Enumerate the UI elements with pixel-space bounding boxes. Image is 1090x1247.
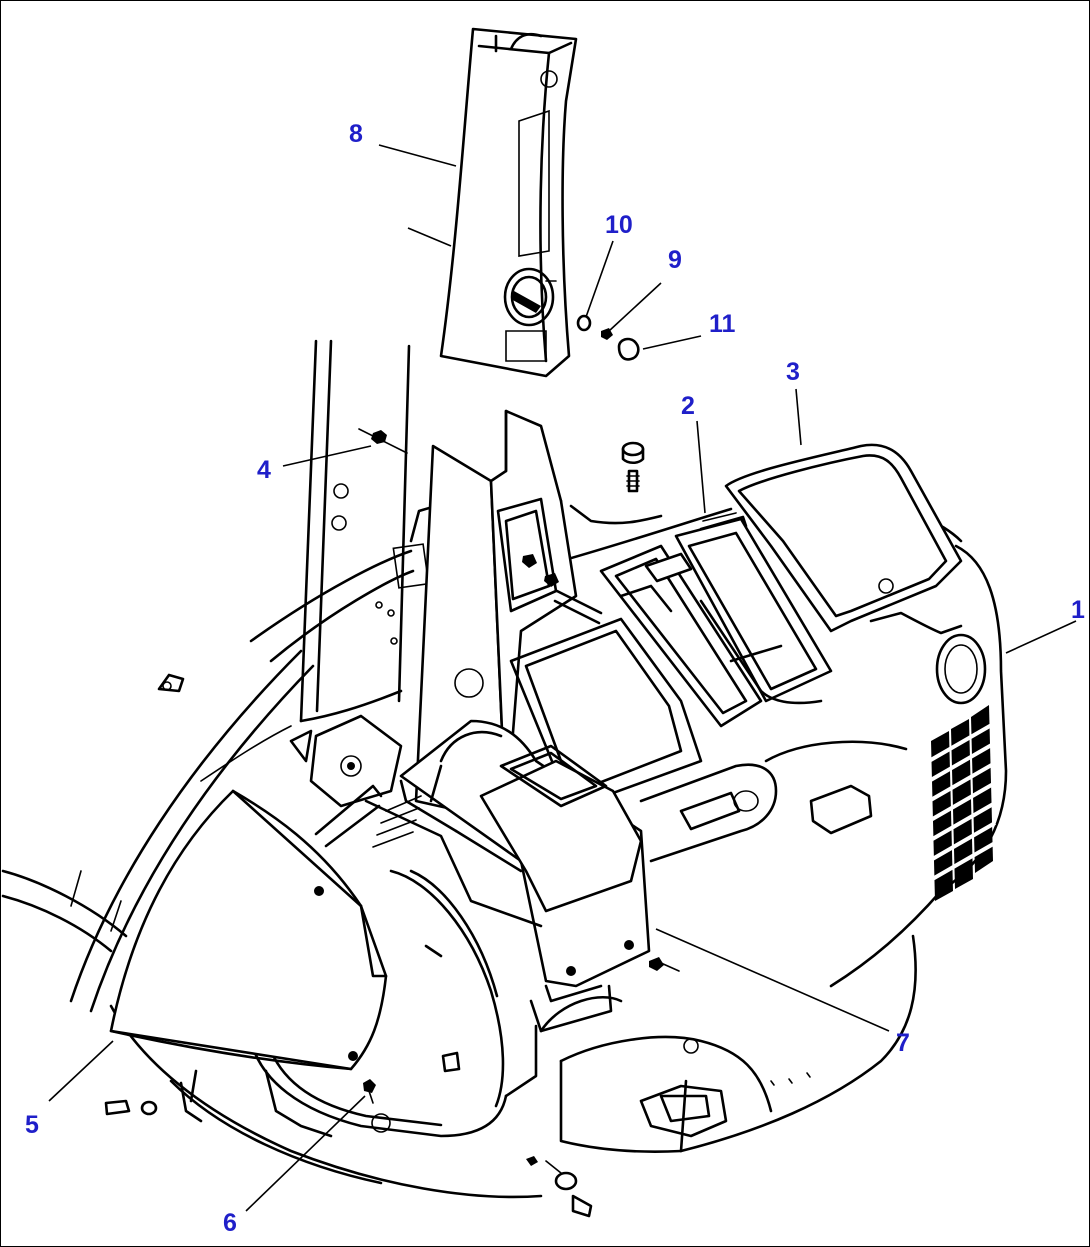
leader-9 xyxy=(608,282,662,332)
leader-10 xyxy=(585,240,614,318)
pillar-cover xyxy=(439,27,578,378)
right-console xyxy=(559,499,1008,1153)
cap-11 xyxy=(617,337,640,361)
bolt-6 xyxy=(363,1079,376,1093)
callout-labels: 8 10 9 11 3 2 4 1 7 5 6 xyxy=(25,120,1085,1237)
console-tray xyxy=(509,544,778,863)
leader-4 xyxy=(282,445,372,467)
floor-frame xyxy=(109,495,663,1199)
callout-8: 8 xyxy=(349,120,363,148)
vent-grille xyxy=(928,705,996,901)
mount-bracket xyxy=(289,714,403,808)
leader-6 xyxy=(245,1095,366,1212)
washer-10 xyxy=(576,314,592,332)
callout-6: 6 xyxy=(223,1209,237,1237)
leader-2 xyxy=(696,420,706,514)
top-cover xyxy=(699,443,963,705)
callout-11: 11 xyxy=(709,310,736,338)
cap-top xyxy=(621,441,645,457)
callout-4: 4 xyxy=(257,456,271,484)
callout-3: 3 xyxy=(786,358,800,386)
bolt-7 xyxy=(649,957,664,971)
leader-lines xyxy=(48,144,1077,1212)
washer-bottom xyxy=(554,1171,578,1191)
left-cover xyxy=(109,789,388,1138)
callout-5: 5 xyxy=(25,1111,39,1139)
callout-7: 7 xyxy=(896,1029,910,1057)
leader-8 xyxy=(378,144,457,167)
hardware xyxy=(104,314,680,1218)
leader-11 xyxy=(642,335,702,350)
callout-9: 9 xyxy=(668,246,682,274)
leader-5 xyxy=(48,1040,114,1102)
leader-1 xyxy=(1005,620,1077,654)
callout-1: 1 xyxy=(1071,596,1085,624)
callout-2: 2 xyxy=(681,392,695,420)
leader-3 xyxy=(795,388,802,446)
cab-frame-left xyxy=(1,649,315,1013)
bolt-left xyxy=(104,1099,131,1116)
callout-10: 10 xyxy=(605,211,633,239)
center-armrest xyxy=(314,719,651,1033)
lower-left-console xyxy=(249,869,623,1138)
leader-7 xyxy=(655,928,890,1032)
rear-pillar xyxy=(299,339,411,723)
